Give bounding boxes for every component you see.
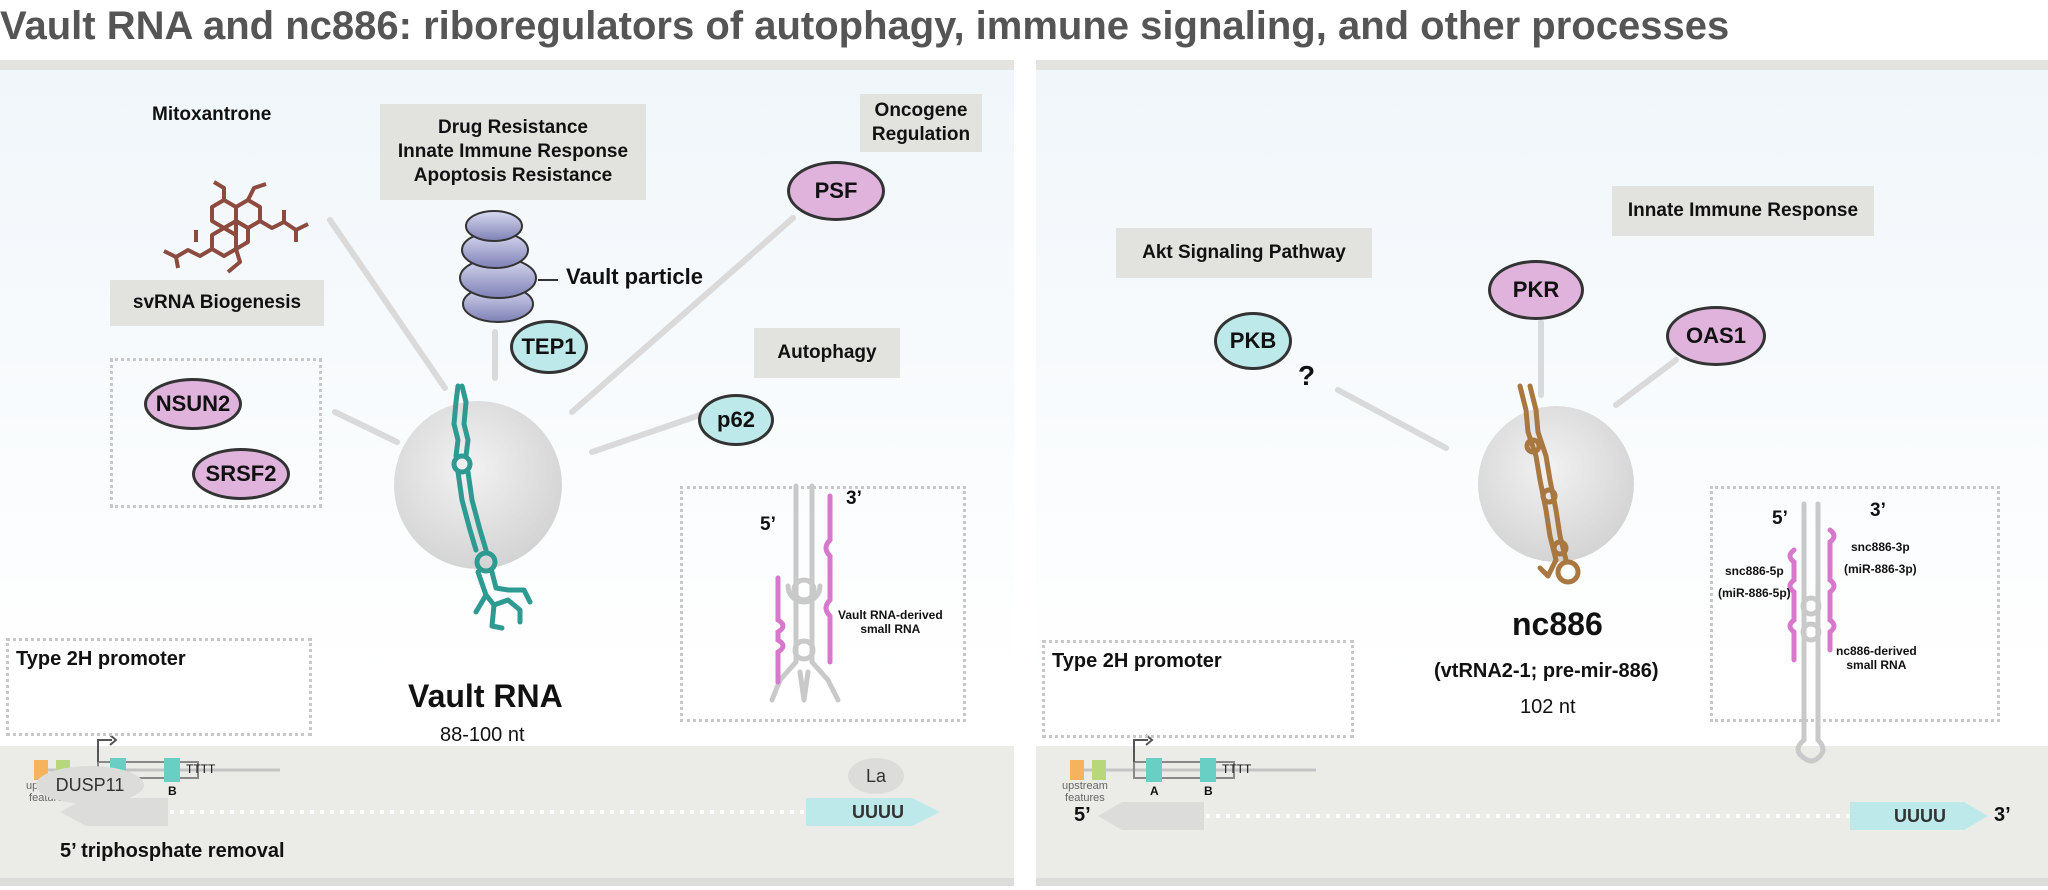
autophagy-label: Autophagy bbox=[754, 328, 900, 378]
central-sphere bbox=[394, 401, 562, 569]
drug-resistance-label: Drug Resistance Innate Immune Response A… bbox=[380, 104, 646, 200]
promoter-box-left bbox=[6, 638, 312, 736]
mitoxantrone-label: Mitoxantrone bbox=[152, 104, 272, 125]
vault-rna-structure bbox=[451, 383, 533, 631]
nc886-structure bbox=[1517, 383, 1581, 585]
tttt-label-right: TTTT bbox=[1222, 762, 1252, 776]
promoter-title-left: Type 2H promoter bbox=[16, 648, 186, 670]
vault-rna-name: Vault RNA bbox=[408, 678, 563, 714]
nc886-derived-label: nc886-derived small RNA bbox=[1836, 644, 1917, 672]
nc886-name: nc886 bbox=[1512, 606, 1603, 642]
box-b-label-right: B bbox=[1204, 784, 1213, 798]
mitoxantrone-molecule bbox=[163, 180, 309, 274]
rna-3prime-end: 3’ bbox=[1994, 804, 2011, 826]
nc886-diagram-graphics bbox=[1070, 319, 1988, 830]
uuuu-label-left: UUUU bbox=[852, 802, 904, 822]
srsf2-protein: SRSF2 bbox=[192, 448, 290, 500]
p62-protein: p62 bbox=[698, 394, 774, 446]
vault-rna-length: 88-100 nt bbox=[440, 724, 525, 746]
svrna-biogenesis-label: svRNA Biogenesis bbox=[110, 280, 324, 326]
panel-top-bar bbox=[0, 60, 1014, 70]
pkb-protein: PKB bbox=[1214, 312, 1292, 370]
snc886-3p-label: snc886-3p (miR-886-3p) bbox=[1844, 540, 1917, 576]
svrna-biogenesis-box bbox=[110, 358, 322, 508]
psf-protein: PSF bbox=[787, 161, 885, 221]
oncogene-regulation-label: Oncogene Regulation bbox=[860, 94, 982, 152]
tttt-label-left: TTTT bbox=[186, 762, 216, 776]
snc886-5p-label: snc886-5p (miR-886-5p) bbox=[1718, 564, 1791, 600]
line-to-pkb bbox=[1335, 387, 1449, 451]
vault-particle-label: Vault particle bbox=[566, 264, 703, 289]
panel-top-bar bbox=[1036, 60, 2048, 70]
panel-bottom-bar bbox=[1036, 878, 2048, 886]
triphosphate-removal-label: 5’ triphosphate removal bbox=[60, 840, 285, 862]
central-sphere bbox=[1478, 406, 1634, 562]
promoter-diagram-right bbox=[1070, 734, 1316, 782]
pkr-protein: PKR bbox=[1488, 260, 1584, 320]
svrna-box bbox=[680, 486, 966, 722]
line-to-oas1 bbox=[1613, 357, 1679, 408]
processing-track-left bbox=[60, 798, 940, 826]
promoter-title-right: Type 2H promoter bbox=[1052, 650, 1222, 672]
svrna-structure bbox=[769, 483, 841, 703]
la-protein: La bbox=[848, 758, 904, 794]
promoter-box-right bbox=[1042, 640, 1354, 738]
panel-bottom-bar bbox=[0, 878, 1014, 886]
nc886-3prime-label: 3’ bbox=[1870, 500, 1886, 521]
vault-rna-panel: Mitoxantrone Drug Resistance Innate Immu… bbox=[0, 60, 1014, 886]
upstream-features-right: upstream features bbox=[1062, 780, 1108, 804]
unknown-link-mark: ? bbox=[1298, 360, 1316, 391]
box-a-label-right: A bbox=[1150, 784, 1159, 798]
nc886-panel: Akt Signaling Pathway PKB ? Innate Immun… bbox=[1036, 60, 2048, 886]
rna-5prime-end: 5’ bbox=[1074, 804, 1091, 826]
line-to-psf bbox=[569, 215, 796, 415]
box-b-label-left: B bbox=[168, 784, 177, 798]
nc886-length: 102 nt bbox=[1520, 696, 1576, 718]
oas1-protein: OAS1 bbox=[1666, 306, 1766, 366]
line-to-nsun2 bbox=[332, 409, 400, 445]
svrna-label: Vault RNA-derived small RNA bbox=[838, 608, 943, 636]
dusp11-protein: DUSP11 bbox=[36, 766, 144, 804]
nc886-derived-structure bbox=[1787, 501, 1837, 764]
svrna-3prime-label: 3’ bbox=[846, 488, 862, 509]
nc886-5prime-label: 5’ bbox=[1772, 508, 1788, 529]
tep1-protein: TEP1 bbox=[510, 320, 588, 374]
nsun2-protein: NSUN2 bbox=[144, 378, 242, 430]
vault-rna-diagram-graphics bbox=[34, 180, 940, 826]
figure-title: Vault RNA and nc886: riboregulators of a… bbox=[0, 4, 1730, 48]
line-to-p62 bbox=[589, 412, 703, 455]
innate-immune-label: Innate Immune Response bbox=[1612, 186, 1874, 236]
line-to-drug-resistance bbox=[327, 217, 448, 391]
vault-particle-icon bbox=[459, 210, 537, 323]
nc886-derived-box bbox=[1710, 486, 2000, 722]
processing-track-right bbox=[1098, 802, 1988, 830]
svrna-5prime-label: 5’ bbox=[760, 514, 776, 535]
uuuu-label-right: UUUU bbox=[1894, 806, 1946, 826]
nc886-alias: (vtRNA2-1; pre-mir-886) bbox=[1434, 660, 1659, 682]
akt-signaling-label: Akt Signaling Pathway bbox=[1116, 228, 1372, 278]
